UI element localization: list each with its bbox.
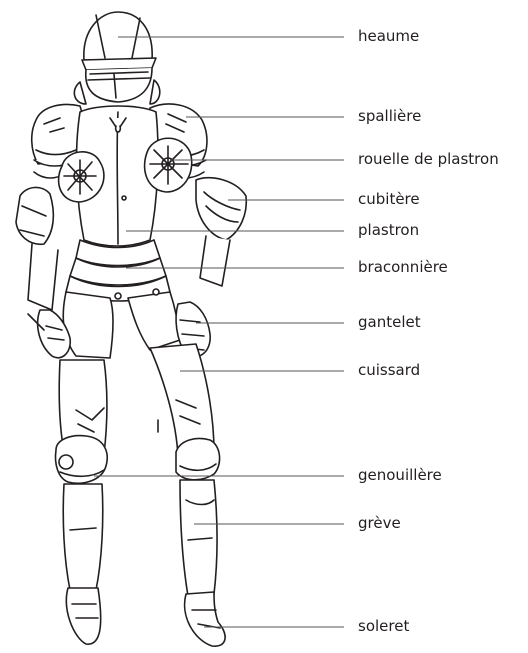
label-gantelet: gantelet: [358, 315, 421, 330]
right-greave: [180, 480, 217, 596]
label-heaume: heaume: [358, 29, 419, 44]
right-arm: [196, 178, 246, 286]
right-knee: [176, 439, 220, 480]
right-rondel: [145, 138, 192, 192]
label-genouillere: genouillère: [358, 468, 442, 483]
label-braconniere: braconnière: [358, 260, 448, 275]
left-sabaton: [66, 588, 100, 644]
label-plastron: plastron: [358, 223, 419, 238]
label-greve: grève: [358, 516, 401, 531]
helmet: [74, 12, 159, 104]
label-spalliere: spallière: [358, 109, 421, 124]
left-greave: [63, 484, 103, 590]
left-rondel: [59, 152, 104, 202]
left-arm: [16, 187, 58, 310]
label-cuissard: cuissard: [358, 363, 420, 378]
label-soleret: soleret: [358, 619, 409, 634]
label-rouelle: rouelle de plastron: [358, 152, 499, 167]
label-cubitere: cubitère: [358, 192, 420, 207]
right-sabaton: [185, 592, 226, 646]
